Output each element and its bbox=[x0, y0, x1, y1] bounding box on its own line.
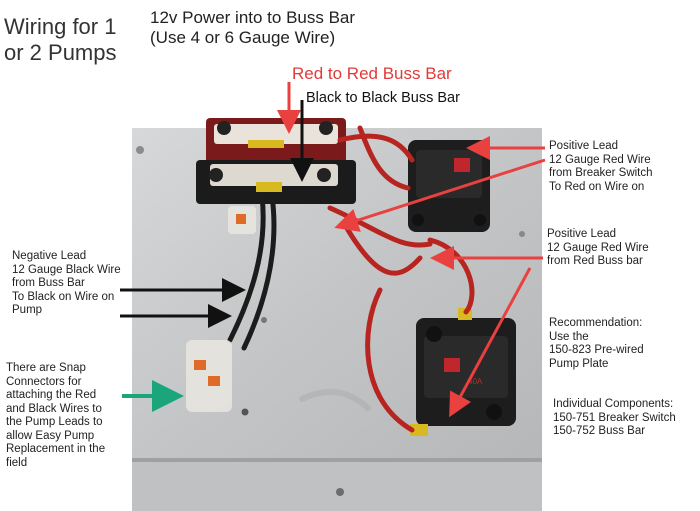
breaker-switch-lower: 40A bbox=[410, 308, 516, 436]
positive-buss-arrow-2 bbox=[449, 267, 532, 418]
snap-connectors-label: There are Snap Connectors for attaching … bbox=[6, 362, 106, 469]
positive-lead-buss-label: Positive Lead 12 Gauge Red Wire from Red… bbox=[547, 228, 649, 268]
positive-lead-arrow-2 bbox=[334, 158, 546, 232]
power-label: 12v Power into to Buss Bar (Use 4 or 6 G… bbox=[150, 8, 356, 48]
diagram-title: Wiring for 1 or 2 Pumps bbox=[4, 14, 117, 65]
recommendation-label: Recommendation: Use the 150-823 Pre-wire… bbox=[549, 317, 644, 370]
positive-lead-breaker-label: Positive Lead 12 Gauge Red Wire from Bre… bbox=[549, 140, 653, 193]
snap-connectors bbox=[186, 206, 256, 412]
breaker-rating: 40A bbox=[468, 377, 483, 386]
black-wires bbox=[227, 193, 277, 351]
negative-lead-label: Negative Lead 12 Gauge Black Wire from B… bbox=[12, 250, 121, 317]
black-buss-bar bbox=[196, 160, 356, 204]
black-buss-label: Black to Black Buss Bar bbox=[306, 90, 460, 106]
red-buss-label: Red to Red Buss Bar bbox=[292, 64, 452, 83]
individual-components-label: Individual Components: 150-751 Breaker S… bbox=[553, 398, 676, 438]
red-buss-bar bbox=[206, 118, 346, 168]
breaker-switch-upper bbox=[408, 140, 490, 232]
annotation-arrows bbox=[120, 82, 546, 418]
